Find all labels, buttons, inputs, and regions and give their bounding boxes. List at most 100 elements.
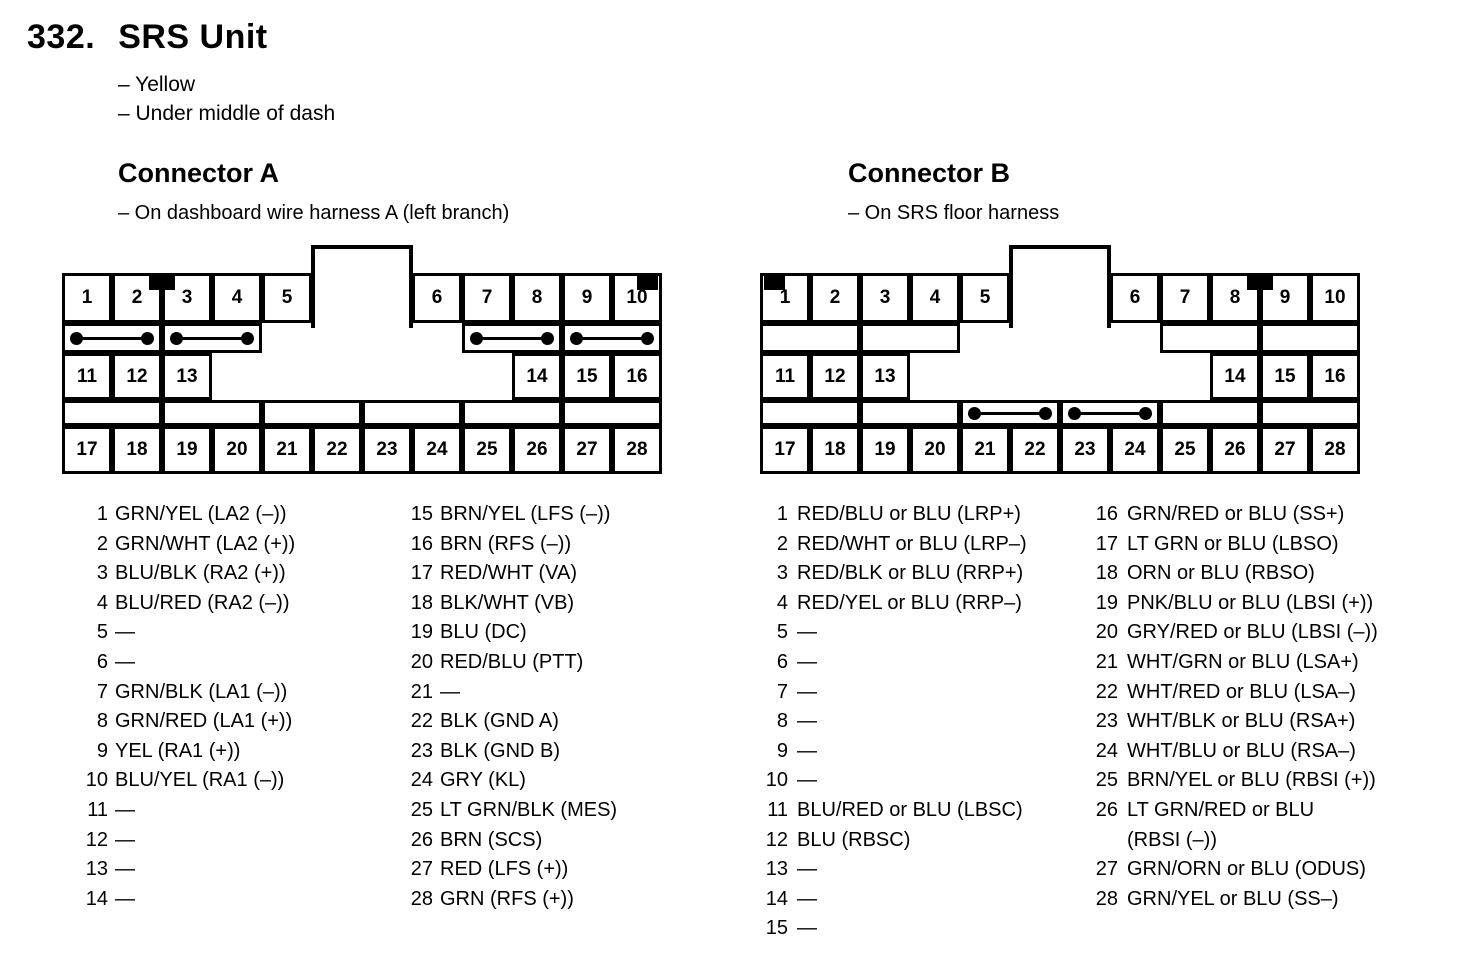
pin-list-row: 2 GRN/WHT (LA2 (+)) [62,530,295,560]
pin-cell: 25 [462,426,512,474]
shorting-bar-contact [1068,406,1081,420]
pin-list-row: 28 GRN (RFS (+)) [387,885,617,915]
shorting-bar-wire [576,336,648,340]
pin-cell: 11 [62,353,112,400]
pin-cell: 27 [1260,426,1310,474]
pin-number: 26 [1095,798,1118,821]
pin-list-row: 12 BLU (RBSC) [760,826,1027,856]
pin-cell: 26 [512,426,562,474]
wire-label: BLU (RBSC) [797,828,911,851]
pin-number: 17 [410,562,433,585]
pin-number: 17 [1095,532,1118,555]
pin-number: 10 [765,769,788,792]
shorting-bar-contact [641,331,654,345]
pin-number: 13 [85,858,108,881]
pin-number: 27 [1095,858,1118,881]
wire-label: — [797,858,817,881]
wire-label: — [797,621,817,644]
pin-cell: 20 [910,426,960,474]
pin-cell: 27 [562,426,612,474]
pin-number: 16 [410,532,433,555]
pin-number: 10 [85,769,108,792]
pin-cell: 25 [1160,426,1210,474]
wire-label: WHT/BLU or BLU (RSA–) [1127,739,1356,762]
pin-number: 11 [87,798,108,821]
pin-list-row: 6— [760,648,1027,678]
pin-cell: 12 [112,353,162,400]
wire-label: LT GRN or BLU (LBSO) [1127,532,1339,555]
pin-cell: 12 [810,353,860,400]
pin-list-row: 10— [760,766,1027,796]
wire-label: RED/BLU (PTT) [440,650,584,673]
pin-number: 13 [765,858,788,881]
pin-number: 15 [765,917,788,940]
connector-key-tab [311,245,413,328]
blank-slot [562,400,662,426]
wire-label: — [440,680,460,703]
wire-label: — [797,680,817,703]
wire-label: GRN/ORN or BLU (ODUS) [1127,858,1366,881]
shorting-bar [960,400,1060,426]
pin-number: 3 [776,562,788,585]
pin-number: 8 [96,710,108,733]
wire-label: WHT/RED or BLU (LSA–) [1127,680,1356,703]
pin-cell: 19 [162,426,212,474]
shorting-bar [62,323,162,353]
pin-number: 6 [776,650,788,673]
wire-label: GRN/RED (LA1 (+)) [115,710,293,733]
shorting-bar-wire [974,411,1046,415]
pin-cell: 9 [562,273,612,323]
pin-number: 12 [765,828,788,851]
pin-list-row: 17 LT GRN or BLU (LBSO) [1090,530,1378,560]
pin-number: 15 [410,503,433,525]
wire-label: GRN (RFS (+)) [440,887,574,910]
shorting-bar-wire [476,336,548,340]
pin-cell: 28 [1310,426,1360,474]
pin-list-row: 7— [760,678,1027,708]
pin-number: 2 [96,532,108,555]
pin-number: 23 [1095,710,1118,733]
pin-cell: 11 [760,353,810,400]
blank-slot [1160,400,1260,426]
pin-list-row: 21 — [387,678,617,708]
pin-number: 18 [1095,562,1118,585]
pin-number: 20 [410,650,433,673]
pin-cell: 28 [612,426,662,474]
pin-cell: 6 [412,273,462,323]
blank-slot [362,400,462,426]
blank-slot [860,400,960,426]
connector-a-heading: Connector A [118,158,279,188]
wire-label: YEL (RA1 (+)) [115,739,241,762]
wire-label: BLU/YEL (RA1 (–)) [115,769,285,792]
pin-cell: 17 [760,426,810,474]
page-title-text: SRS Unit [118,18,268,56]
pin-cell: 18 [112,426,162,474]
wire-label: BRN (SCS) [440,828,543,851]
page-notes: – Yellow – Under middle of dash [118,70,335,128]
pin-cell: 16 [612,353,662,400]
pin-number: 28 [410,887,433,910]
wire-label: RED/WHT (VA) [440,562,578,585]
connector-key-tab [1009,245,1111,328]
wire-label: GRN/YEL (LA2 (–)) [115,503,287,525]
wire-label: GRN/WHT (LA2 (+)) [115,532,296,555]
pin-number: 21 [410,680,433,703]
pin-number: 14 [85,887,108,910]
wire-label: BLK (GND A) [440,710,559,733]
pin-cell: 26 [1210,426,1260,474]
shorting-bar-contact [241,331,254,345]
pin-cell: 15 [1260,353,1310,400]
